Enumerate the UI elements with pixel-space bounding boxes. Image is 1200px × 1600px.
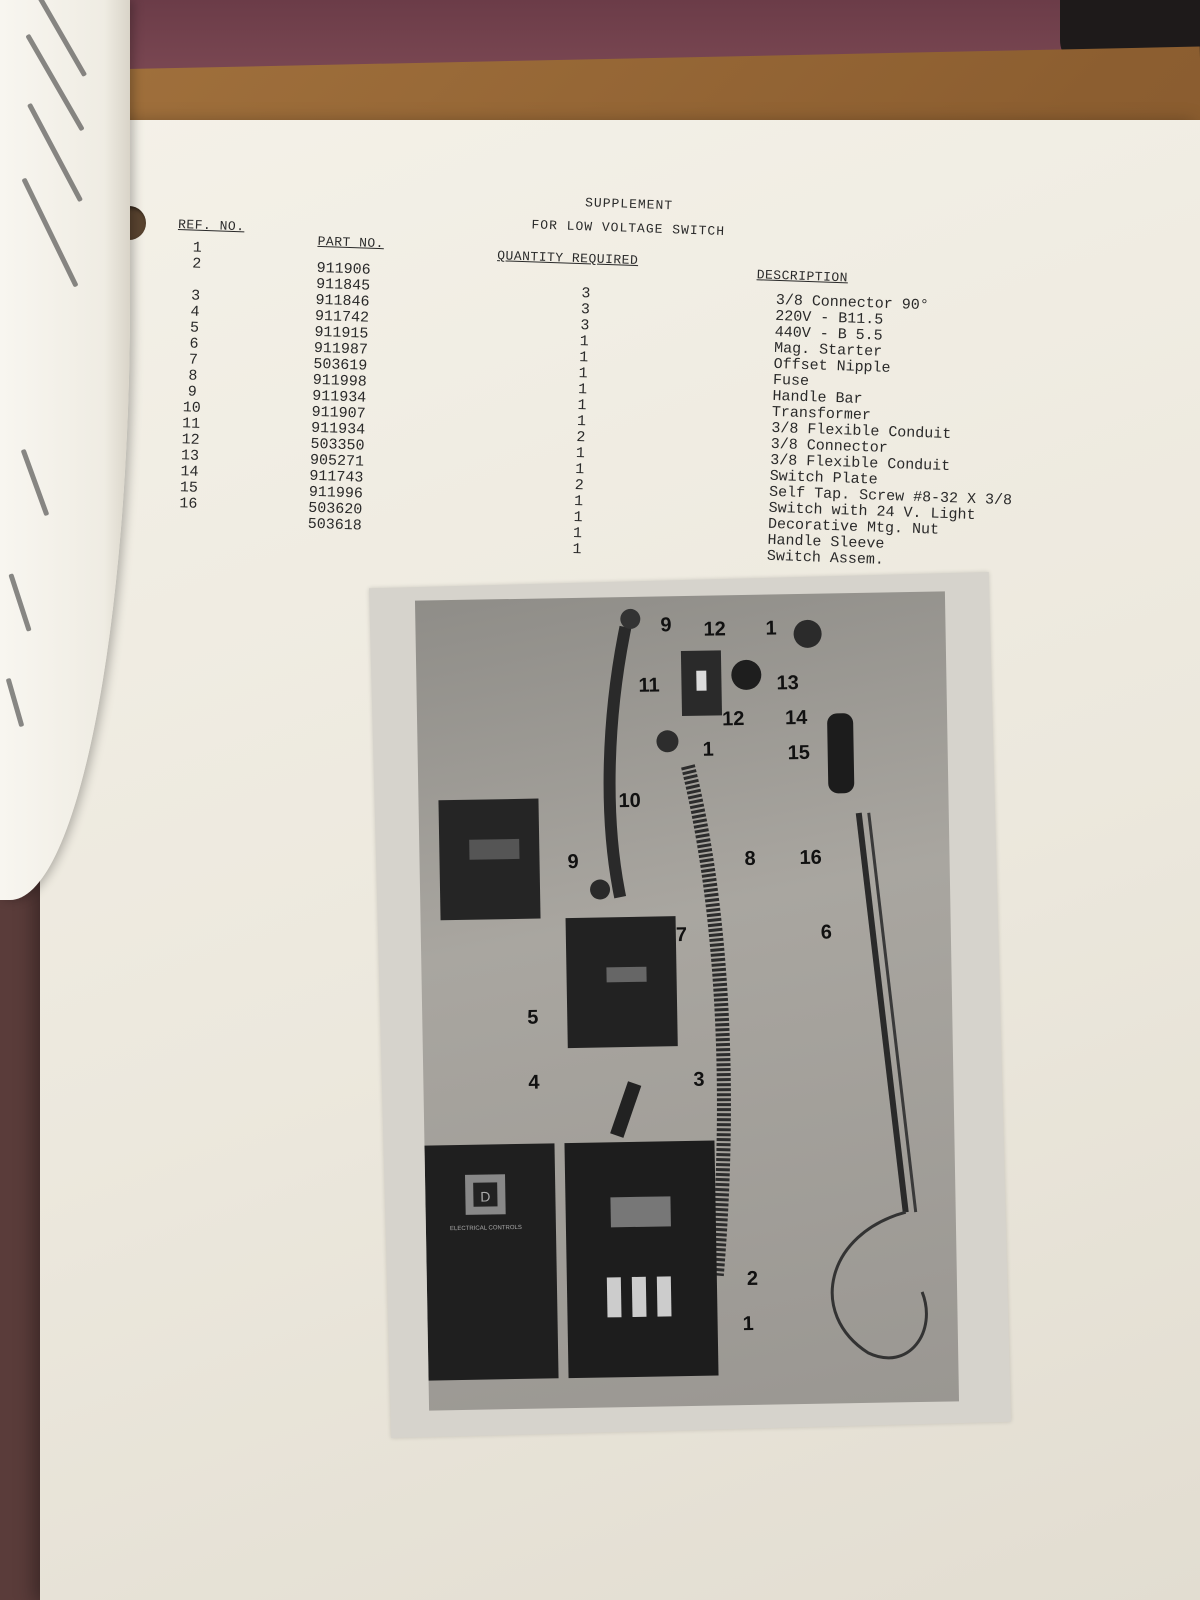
handle-15 bbox=[827, 713, 855, 794]
parts-illustration: D ELECTRICAL CONTROLS 9 12 1 11 13 12 14… bbox=[424, 608, 928, 1381]
callout: 15 bbox=[787, 742, 810, 764]
callout: 5 bbox=[527, 1007, 539, 1029]
connector-1-mid bbox=[656, 730, 679, 753]
callout: 9 bbox=[660, 614, 672, 636]
flexible-conduit-10 bbox=[603, 625, 632, 899]
callout: 2 bbox=[747, 1268, 759, 1290]
callout: 14 bbox=[785, 707, 809, 729]
callout: 13 bbox=[776, 672, 799, 694]
callout: 1 bbox=[765, 617, 777, 639]
fuse-4 bbox=[610, 1081, 642, 1138]
callout: 8 bbox=[744, 848, 756, 870]
callout: 16 bbox=[799, 847, 822, 869]
callout: 9 bbox=[567, 851, 579, 873]
parts-photo: D ELECTRICAL CONTROLS 9 12 1 11 13 12 14… bbox=[414, 591, 960, 1411]
callout: 7 bbox=[676, 924, 688, 946]
callout: 11 bbox=[638, 674, 660, 696]
callout: 12 bbox=[722, 708, 745, 730]
connector-9-top bbox=[620, 608, 641, 629]
callout: 1 bbox=[742, 1313, 754, 1335]
connector-1-top bbox=[793, 619, 822, 648]
callout: 10 bbox=[618, 790, 641, 812]
flexible-conduit-8 bbox=[681, 764, 731, 1277]
enclosure-box bbox=[564, 1140, 719, 1379]
svg-text:D: D bbox=[480, 1188, 490, 1204]
box-label: ELECTRICAL CONTROLS bbox=[450, 1225, 522, 1232]
callout: 1 bbox=[702, 738, 714, 760]
switch-13 bbox=[731, 659, 762, 690]
switch-wire bbox=[830, 1210, 928, 1360]
callout: 3 bbox=[693, 1069, 705, 1091]
handle-bar-6 bbox=[855, 812, 909, 1213]
callout: 6 bbox=[821, 921, 833, 943]
enclosure-cover bbox=[424, 1143, 559, 1381]
offset-nipple-9 bbox=[590, 879, 611, 900]
col-header-ref: REF. NO. bbox=[177, 217, 245, 235]
callout: 12 bbox=[703, 618, 726, 640]
callout: 4 bbox=[528, 1072, 540, 1094]
